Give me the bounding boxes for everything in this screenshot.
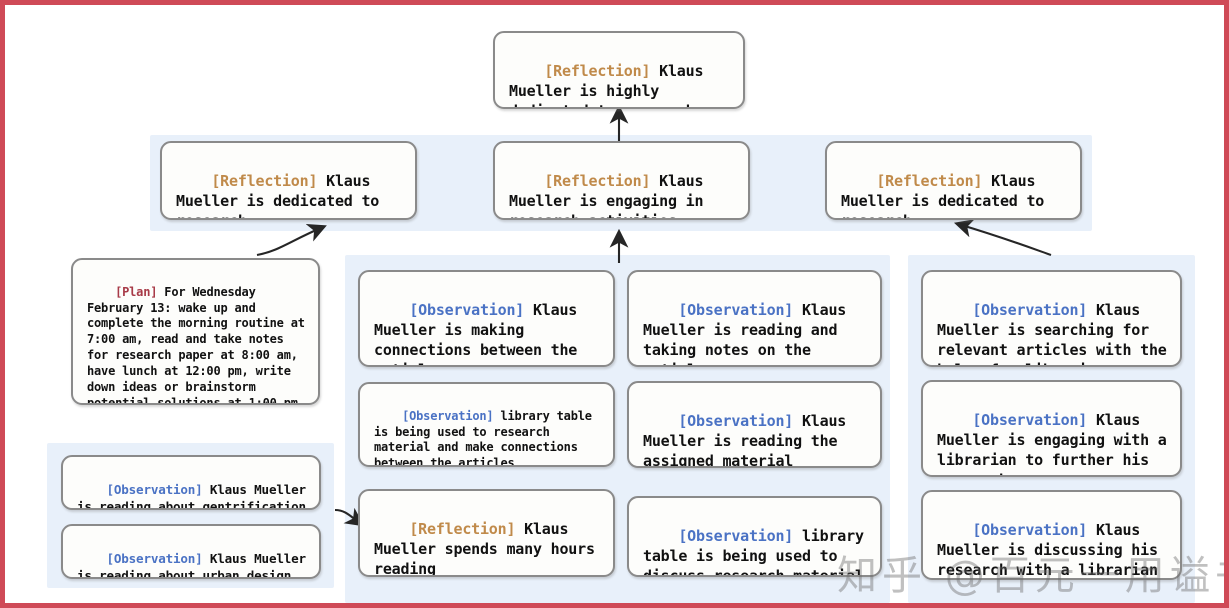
node-text: Klaus Mueller is highly dedicated to res… bbox=[509, 61, 704, 107]
node-reflection-center[interactable]: [Reflection] Klaus Mueller is engaging i… bbox=[493, 141, 750, 220]
node-tag-reflection: [Reflection] bbox=[409, 519, 516, 538]
node-observation-library-table-discuss[interactable]: [Observation] library table is being use… bbox=[627, 496, 882, 577]
node-text: Klaus Mueller is reading the assigned ma… bbox=[643, 411, 855, 468]
node-text: Klaus Mueller spends many hours reading bbox=[374, 519, 604, 577]
node-observation-making-connections[interactable]: [Observation] Klaus Mueller is making co… bbox=[358, 270, 615, 367]
node-observation-library-table-connections[interactable]: [Observation] library table is being use… bbox=[358, 382, 615, 467]
node-tag-observation: [Observation] bbox=[972, 300, 1088, 319]
node-text: Klaus Mueller is reading about urban des… bbox=[77, 551, 314, 579]
node-text: Klaus Mueller is engaging in research ac… bbox=[509, 171, 704, 218]
node-observation-engaging-librarian[interactable]: [Observation] Klaus Mueller is engaging … bbox=[921, 380, 1182, 477]
node-root-reflection[interactable]: [Reflection] Klaus Mueller is highly ded… bbox=[493, 31, 745, 109]
node-text: library table is being used to discuss r… bbox=[643, 526, 873, 577]
node-observation-discussing-research[interactable]: [Observation] Klaus Mueller is discussin… bbox=[921, 490, 1182, 580]
node-tag-observation: [Observation] bbox=[402, 408, 494, 423]
node-observation-assigned-material[interactable]: [Observation] Klaus Mueller is reading t… bbox=[627, 381, 882, 468]
node-observation-urban-design[interactable]: [Observation] Klaus Mueller is reading a… bbox=[61, 524, 321, 579]
node-text: For Wednesday February 13: wake up and c… bbox=[87, 284, 305, 405]
node-tag-observation: [Observation] bbox=[678, 300, 794, 319]
node-text: Klaus Mueller is making connections betw… bbox=[374, 300, 578, 365]
watermark: 知乎 @百元一用谥书生 bbox=[837, 553, 1224, 599]
node-observation-gentrification[interactable]: [Observation] Klaus Mueller is reading a… bbox=[61, 455, 321, 510]
node-tag-observation: [Observation] bbox=[409, 300, 525, 319]
node-text: Klaus Mueller is dedicated to research bbox=[176, 171, 380, 218]
node-reflection-left[interactable]: [Reflection] Klaus Mueller is dedicated … bbox=[160, 141, 417, 220]
node-observation-searching-articles[interactable]: [Observation] Klaus Mueller is searching… bbox=[921, 270, 1182, 367]
node-plan[interactable]: [Plan] For Wednesday February 13: wake u… bbox=[71, 258, 320, 405]
node-text: Klaus Mueller is discussing his research… bbox=[937, 520, 1167, 579]
node-text: Klaus Mueller is dedicated to research bbox=[841, 171, 1045, 218]
node-tag-reflection: [Reflection] bbox=[544, 171, 651, 190]
node-tag-observation: [Observation] bbox=[678, 411, 794, 430]
node-tag-observation: [Observation] bbox=[972, 520, 1088, 539]
node-text: Klaus Mueller is searching for relevant … bbox=[937, 300, 1167, 365]
node-tag-observation: [Observation] bbox=[678, 526, 794, 545]
node-observation-reading-taking-notes[interactable]: [Observation] Klaus Mueller is reading a… bbox=[627, 270, 882, 367]
node-tag-observation: [Observation] bbox=[972, 410, 1088, 429]
node-tag-observation: [Observation] bbox=[106, 482, 203, 498]
node-text: Klaus Mueller is engaging with a librari… bbox=[937, 410, 1167, 475]
node-reflection-spends-many-hours[interactable]: [Reflection] Klaus Mueller spends many h… bbox=[358, 489, 615, 577]
node-tag-reflection: [Reflection] bbox=[544, 61, 651, 80]
node-reflection-right[interactable]: [Reflection] Klaus Mueller is dedicated … bbox=[825, 141, 1082, 220]
node-text: library table is being used to research … bbox=[374, 408, 599, 467]
node-tag-reflection: [Reflection] bbox=[211, 171, 318, 190]
node-tag-plan: [Plan] bbox=[115, 284, 158, 299]
node-tag-reflection: [Reflection] bbox=[876, 171, 983, 190]
node-text: Klaus Mueller is reading and taking note… bbox=[643, 300, 847, 365]
node-tag-observation: [Observation] bbox=[106, 551, 203, 567]
node-text: Klaus Mueller is reading about gentrific… bbox=[77, 482, 314, 510]
